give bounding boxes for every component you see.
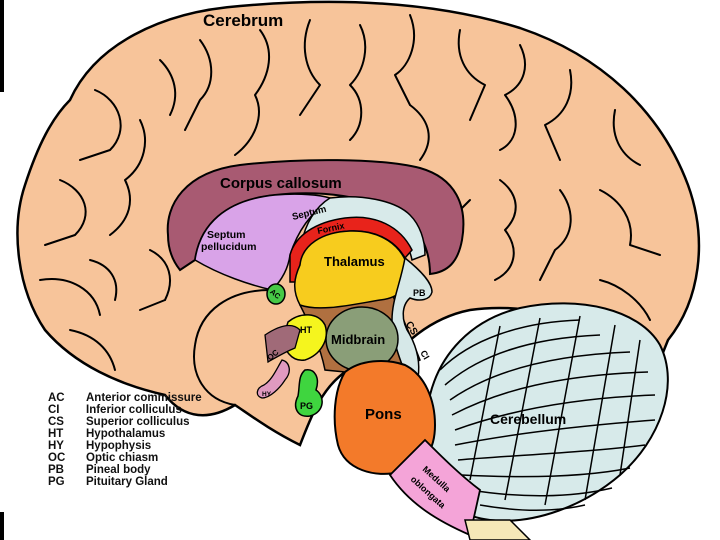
label-pb: PB [413,288,426,298]
legend-text: Inferior colliculus [86,404,182,416]
legend-text: Pineal body [86,464,151,476]
optic-chiasm-region [264,324,301,364]
legend-text: Pituitary Gland [86,476,168,488]
label-midbrain: Midbrain [331,332,385,347]
left-edge-bar-bottom [0,512,4,540]
legend-abbr: OC [48,452,66,464]
pituitary-gland-region [294,369,323,417]
legend-row: HY Hypophysis [48,440,202,452]
legend-abbr: CI [48,404,60,416]
label-cerebellum: Cerebellum [490,411,566,427]
thalamus-region [294,230,410,309]
label-ci: CI [418,349,431,362]
legend-abbr: PB [48,464,64,476]
spinal-cord-region [464,519,532,540]
legend-row: AC Anterior commissure [48,392,202,404]
legend-abbr: PG [48,476,65,488]
legend-row: CI Inferior colliculus [48,404,202,416]
legend-text: Hypophysis [86,440,152,452]
label-cerebrum: Cerebrum [203,11,283,30]
legend-text: Hypothalamus [86,428,166,440]
anterior-commissure-region [266,283,286,305]
label-corpus-callosum: Corpus callosum [220,175,342,192]
label-ht: HT [300,325,312,335]
legend-abbr: HY [48,440,64,452]
legend-text: Optic chiasm [86,452,159,464]
legend-row: HT Hypothalamus [48,428,202,440]
septum-pellucidum-region [194,193,332,291]
left-edge-bar-top [0,0,4,92]
legend-text: Superior colliculus [86,416,190,428]
label-hy: HY [262,391,272,398]
label-septum-pellucidum-1: Septum [207,229,246,241]
pineal-body-region [391,256,433,381]
legend-row: CS Superior colliculus [48,416,202,428]
legend-abbr: HT [48,428,64,440]
gyri-lines [39,14,661,371]
legend-row: OC Optic chiasm [48,452,202,464]
legend-abbr: CS [48,416,64,428]
label-pons: Pons [365,406,402,423]
abbreviation-legend: AC Anterior commissure CI Inferior collicu… [48,392,202,488]
label-pg: PG [300,401,313,411]
label-septum-pellucidum-2: pellucidum [201,241,256,253]
legend-text: Anterior commissure [86,392,202,404]
legend-abbr: AC [48,392,65,404]
legend-row: PG Pituitary Gland [48,476,202,488]
legend-row: PB Pineal body [48,464,202,476]
temporal-lobe-outline [193,289,271,406]
label-thalamus: Thalamus [324,254,385,269]
cerebellum-folia [439,315,656,511]
hypophysis-region [256,359,290,399]
